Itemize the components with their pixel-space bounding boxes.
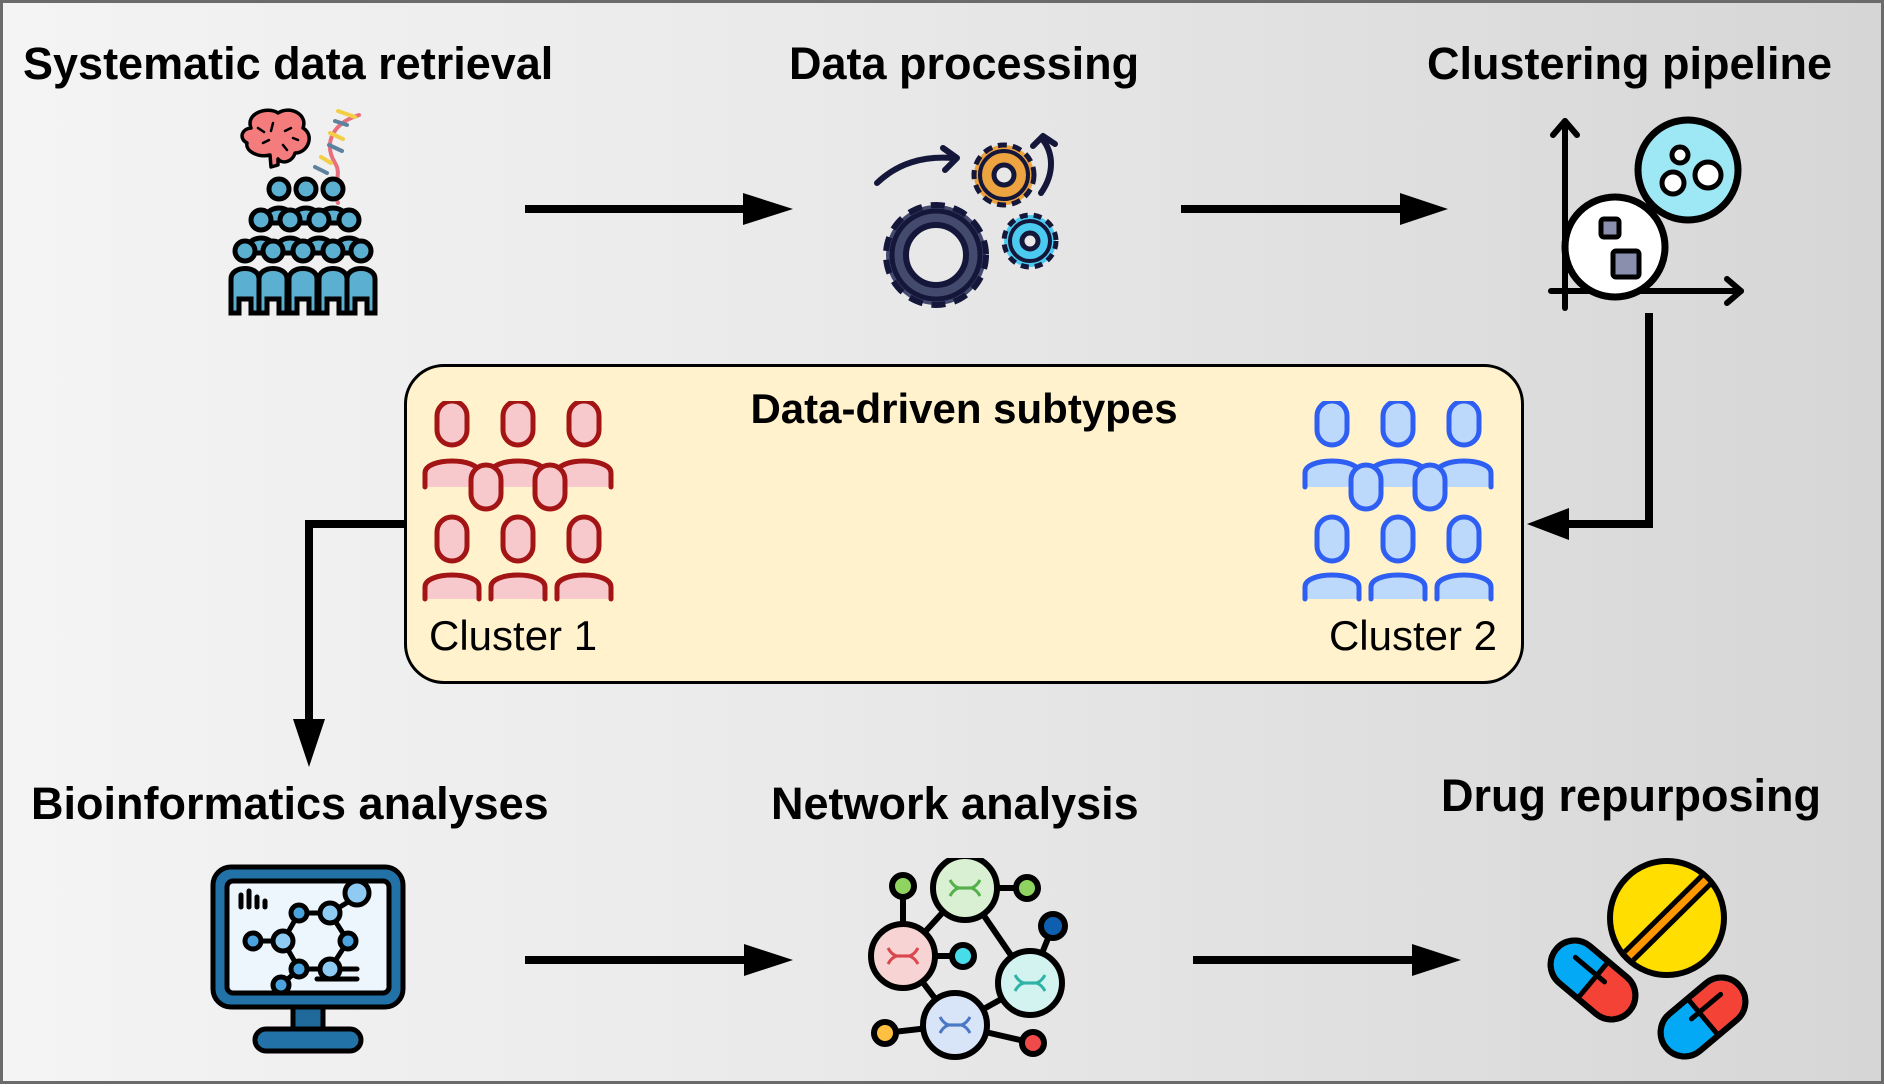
cluster-circle-white — [1561, 193, 1669, 301]
rotate-arrow-right — [1038, 137, 1054, 196]
capsule-right — [1657, 974, 1749, 1060]
pills-icon — [1547, 858, 1749, 1060]
capsule-left — [1547, 937, 1639, 1023]
patient-cohort-icon — [228, 108, 378, 316]
stage-title-retrieval: Systematic data retrieval — [23, 38, 554, 89]
stage-title-bioinformatics: Bioinformatics analyses — [31, 778, 549, 829]
arrow-bioinformatics-to-network — [525, 944, 793, 976]
cluster-1-label: Cluster 1 — [429, 612, 598, 659]
arrow-clustering-to-subtypes — [1527, 313, 1653, 540]
dna-network-icon — [868, 858, 1068, 1060]
gear-orange — [971, 142, 1037, 208]
brain-icon — [240, 108, 311, 169]
monitor-molecule-icon — [210, 864, 406, 1054]
round-tablet — [1607, 858, 1727, 978]
stage-title-processing: Data processing — [789, 38, 1140, 89]
stage-title-drug: Drug repurposing — [1441, 770, 1821, 821]
people-group — [228, 176, 378, 316]
arrow-processing-to-clustering — [1181, 193, 1448, 225]
stage-title-clustering: Clustering pipeline — [1427, 38, 1833, 89]
cluster-2-people-icon — [1302, 401, 1494, 602]
gears-icon — [874, 133, 1059, 308]
dna-strand-icon — [313, 109, 361, 205]
subtypes-title: Data-driven subtypes — [750, 385, 1178, 432]
arrow-network-to-drug — [1193, 944, 1461, 976]
gear-large — [883, 202, 989, 308]
cluster-circle-cyan — [1634, 116, 1742, 224]
gear-blue — [1001, 212, 1059, 270]
cluster-plot-icon — [1548, 116, 1744, 311]
connectors — [293, 193, 1653, 976]
rotate-arrow-left — [874, 154, 956, 186]
cluster-1-people-icon — [422, 401, 614, 602]
stage-title-network: Network analysis — [771, 778, 1139, 829]
arrow-subtypes-to-bioinformatics — [293, 520, 404, 767]
arrow-retrieval-to-processing — [525, 193, 793, 225]
cluster-2-label: Cluster 2 — [1328, 612, 1497, 659]
